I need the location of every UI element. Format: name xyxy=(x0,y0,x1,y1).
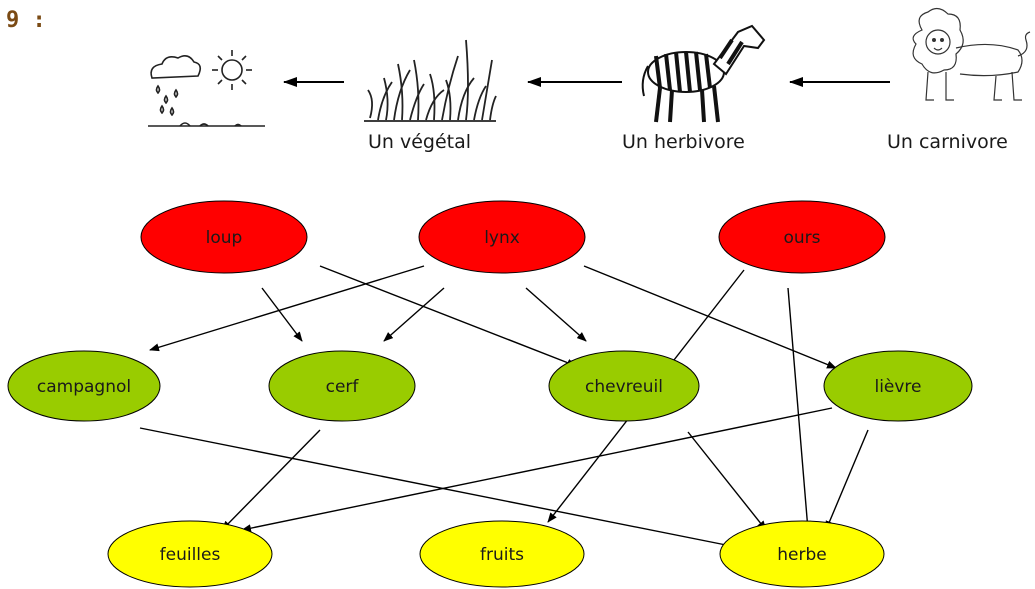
edge-lynx-lievre xyxy=(583,265,837,369)
node-label-fruits: fruits xyxy=(480,545,524,565)
node-label-lynx: lynx xyxy=(484,228,520,248)
edge-lynx-campagnol xyxy=(149,265,425,352)
chain-label-carnivore: Un carnivore xyxy=(887,131,1008,153)
food-web-edges xyxy=(139,265,869,550)
edge-chevreuil-herbe xyxy=(687,431,767,531)
node-label-lievre: lièvre xyxy=(874,377,921,397)
chain-label-vegetal: Un végétal xyxy=(368,131,472,153)
edge-loup-chevreuil xyxy=(319,265,577,367)
node-label-herbe: herbe xyxy=(777,545,826,565)
node-herbe: herbe xyxy=(719,520,885,588)
zebra-icon xyxy=(641,24,766,123)
node-loup: loup xyxy=(140,200,308,274)
node-label-ours: ours xyxy=(783,228,820,248)
lion-icon xyxy=(912,7,1031,101)
node-label-chevreuil: chevreuil xyxy=(585,377,663,397)
node-feuilles: feuilles xyxy=(107,520,273,588)
weather-icon xyxy=(148,50,265,127)
chain-label-herbivore: Un herbivore xyxy=(622,131,745,153)
edge-lynx-chevreuil xyxy=(525,287,587,342)
grass-icon xyxy=(364,39,497,122)
edge-ours-herbe xyxy=(787,287,812,531)
edge-campagnol-herbe xyxy=(139,427,737,550)
node-label-loup: loup xyxy=(206,228,243,248)
figure-number: 9 : xyxy=(6,8,46,33)
node-campagnol: campagnol xyxy=(7,350,161,422)
node-ours: ours xyxy=(718,200,886,274)
edge-lynx-cerf xyxy=(383,287,445,342)
node-lynx: lynx xyxy=(418,200,586,274)
edge-loup-cerf xyxy=(261,287,303,342)
edge-lievre-herbe xyxy=(825,429,869,531)
node-cerf: cerf xyxy=(268,350,416,422)
node-label-feuilles: feuilles xyxy=(160,545,221,565)
node-label-cerf: cerf xyxy=(326,377,360,397)
node-chevreuil: chevreuil xyxy=(548,350,700,422)
node-lievre: lièvre xyxy=(823,350,973,422)
edge-cerf-feuilles xyxy=(221,429,321,531)
edge-lievre-feuilles xyxy=(241,407,833,533)
node-label-campagnol: campagnol xyxy=(37,377,131,397)
node-fruits: fruits xyxy=(419,520,585,588)
